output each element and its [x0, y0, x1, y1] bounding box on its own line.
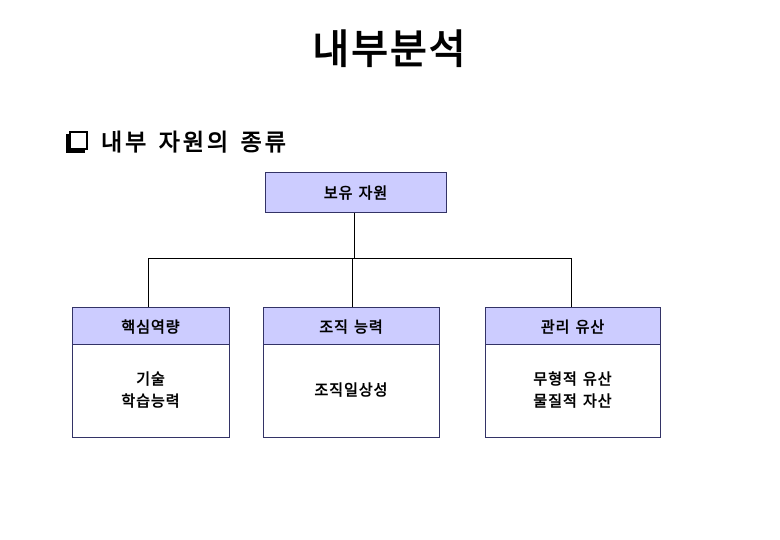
slide-title: 내부분석 — [312, 28, 468, 72]
shadowed-square-bullet-icon — [69, 130, 88, 150]
child-box-core-competence-body: 기술 학습능력 — [121, 371, 181, 410]
connector-horizontal — [148, 258, 572, 259]
child-box-administrative-heritage-body: 무형적 유산 물질적 자산 — [533, 371, 613, 410]
bullet-row: 내부 자원의 종류 — [66, 123, 289, 157]
connector-stub-middle — [352, 258, 353, 307]
child-box-organizational-capability-header: 조직 능력 — [264, 308, 439, 345]
child-box-administrative-heritage-header: 관리 유산 — [486, 308, 660, 345]
connector-stub-right — [571, 258, 572, 307]
root-box-label: 보유 자원 — [323, 185, 389, 202]
connector-stub-left — [148, 258, 149, 307]
child-box-administrative-heritage: 관리 유산 무형적 유산 물질적 자산 — [485, 307, 661, 438]
child-box-organizational-capability-body: 조직일상성 — [314, 382, 389, 400]
root-box-owned-resources: 보유 자원 — [265, 172, 447, 213]
child-box-core-competence-header: 핵심역량 — [73, 308, 229, 345]
child-box-organizational-capability: 조직 능력 조직일상성 — [263, 307, 440, 438]
child-box-core-competence: 핵심역량 기술 학습능력 — [72, 307, 230, 438]
bullet-label: 내부 자원의 종류 — [101, 129, 289, 155]
connector-root-vertical — [354, 213, 355, 258]
